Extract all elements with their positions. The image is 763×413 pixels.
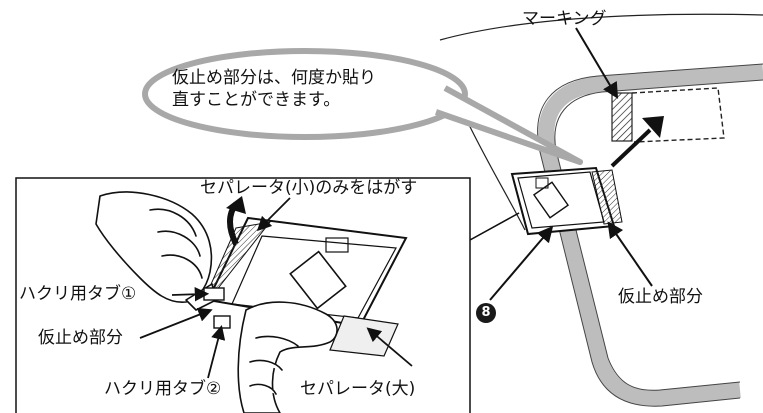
peel-tab-2-label: ハクリ用タブ② [104, 379, 222, 399]
peel-tab-1-shape [203, 287, 225, 301]
move-direction-arrowhead [642, 116, 664, 138]
speech-bubble-text: 仮止め部分は、何度か貼り 直すことができます。 [172, 67, 452, 111]
sep-large-leader [366, 327, 413, 367]
inset-sticker [202, 216, 408, 357]
inset-connector [469, 212, 520, 241]
sep-small-leader [256, 197, 291, 232]
step-number-badge: 8 [476, 303, 496, 323]
separator-large-label: セパレータ(大) [300, 379, 416, 399]
step-badge-leader [489, 225, 554, 301]
peel-arrowhead [226, 196, 246, 214]
sticker-on-window [510, 166, 623, 236]
lower-hand-drawing [237, 301, 338, 413]
temp-part-right-leader [607, 221, 653, 287]
marking-label: マーキング [522, 9, 607, 29]
window-frame-outer-edge [537, 63, 763, 407]
marking-hatched-area [611, 92, 633, 142]
temp-left-leader [139, 307, 213, 339]
temp-part-right-label: 仮止め部分 [618, 287, 703, 307]
window-top-curve [439, 13, 763, 41]
peel-tab-1-label: ハクリ用タブ① [19, 284, 137, 304]
final-position-dashed-outline [631, 87, 725, 143]
speech-bubble-line-2: 直すことができます。 [172, 90, 341, 110]
speech-bubble-line-1: 仮止め部分は、何度か貼り [172, 68, 376, 88]
marking-leader-line [575, 27, 619, 99]
move-direction-arrow [610, 128, 652, 168]
speech-bubble-tail [435, 85, 583, 165]
tab1-leader [171, 287, 210, 302]
separator-small-label: セパレータ(小)のみをはがす [200, 178, 418, 198]
speech-bubble-tail-cover [430, 92, 450, 108]
tab2-leader [207, 325, 226, 379]
peel-tab-2-shape [213, 315, 231, 329]
speech-bubble [142, 48, 468, 140]
temp-part-left-label: 仮止め部分 [38, 328, 123, 348]
